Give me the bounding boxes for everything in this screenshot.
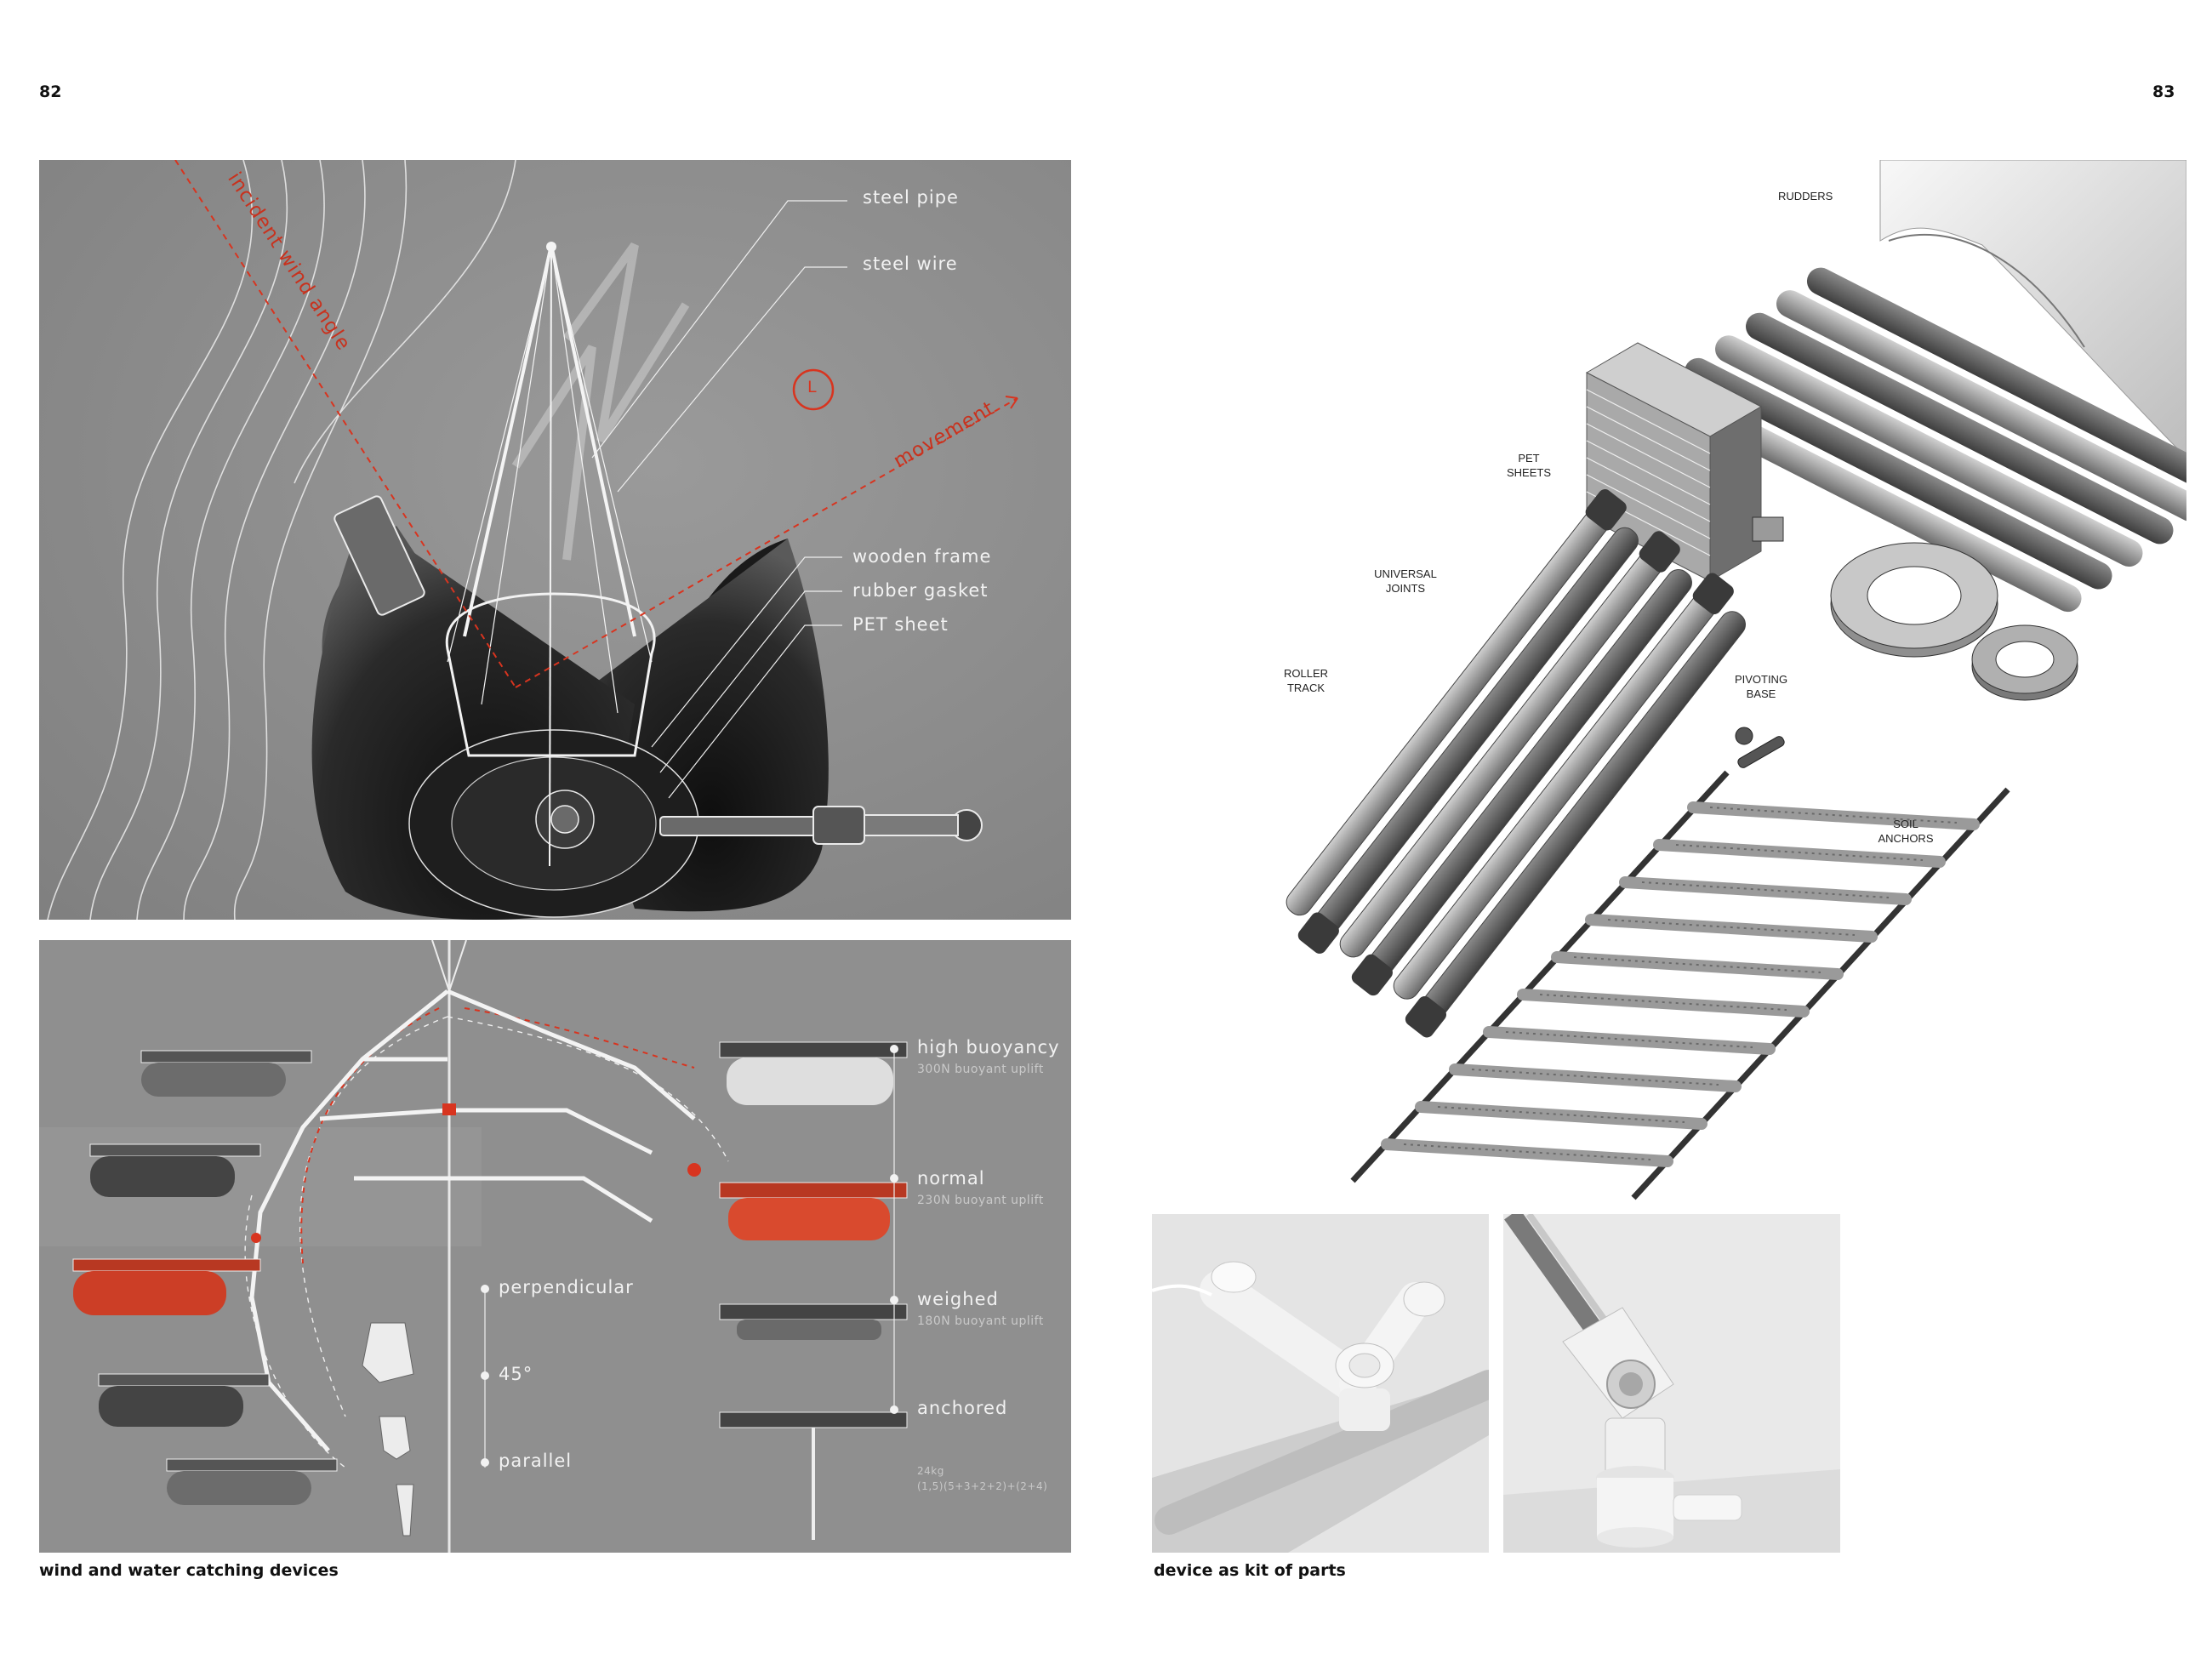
label-roller-track-1: ROLLER [1283, 667, 1329, 680]
left-boats [72, 1050, 338, 1505]
label-roller-track-2: TRACK [1286, 681, 1325, 694]
wind-device-plan-drawing [39, 160, 1071, 920]
kit-of-parts-exploded-view: RUDDERS PET SHEETS UNIVERSAL JOINTS ROLL… [1149, 159, 2212, 1206]
label-pet-sheets-1: PET [1518, 452, 1540, 465]
roller-track-rails [1286, 489, 1746, 1038]
right-boats [719, 1041, 908, 1540]
label-normal-sub: 230N buoyant uplift [917, 1194, 1044, 1207]
linkage-prototype-image [1152, 1214, 1489, 1553]
formula-line-2: (1,5)(5+3+2+2)+(2+4) [917, 1480, 1048, 1492]
pet-sheets-stack [1585, 342, 1763, 582]
label-rubber-gasket: rubber gasket [852, 580, 989, 601]
label-parallel: parallel [499, 1451, 573, 1471]
page-number-right: 83 [2152, 83, 2175, 101]
universal-joint-prototype-image [1503, 1214, 1840, 1553]
label-weighed: weighed [917, 1289, 999, 1309]
label-steel-wire: steel wire [863, 254, 958, 274]
leader-lines [591, 200, 847, 799]
label-steel-pipe: steel pipe [863, 187, 959, 208]
label-45-degrees: 45° [499, 1364, 533, 1384]
wind-flow-lines [47, 160, 516, 920]
label-soil-anchors-2: ANCHORS [1878, 832, 1934, 845]
label-rudders: RUDDERS [1778, 190, 1833, 202]
label-pet-sheets-2: SHEETS [1506, 466, 1551, 479]
label-anchored: anchored [917, 1398, 1008, 1418]
caption-left: wind and water catching devices [39, 1561, 339, 1580]
label-high-buoyancy-sub: 300N buoyant uplift [917, 1063, 1044, 1076]
buoyancy-states-drawing [39, 940, 1071, 1553]
photo-universal-joint-prototype [1503, 1214, 1840, 1553]
label-soil-anchors-1: SOIL [1893, 818, 1918, 830]
sail-motion-ghosts [511, 242, 690, 561]
label-wooden-frame: wooden frame [852, 546, 992, 567]
photo-linkage-prototype [1152, 1214, 1489, 1553]
label-pivoting-base-1: PIVOTING [1734, 673, 1788, 686]
label-normal: normal [917, 1168, 985, 1189]
label-weighed-sub: 180N buoyant uplift [917, 1314, 1044, 1328]
label-perpendicular: perpendicular [499, 1277, 634, 1297]
label-pet-sheet: PET sheet [852, 614, 949, 635]
caption-right: device as kit of parts [1154, 1561, 1346, 1580]
pivoting-base-rings [1752, 516, 2078, 701]
page-number-left: 82 [39, 83, 62, 101]
buoyancy-states-panel: perpendicular 45° parallel high buoyancy… [39, 940, 1071, 1553]
wind-device-plan-panel: steel pipe steel wire wooden frame rubbe… [39, 160, 1071, 920]
formula-line-1: 24kg [917, 1465, 944, 1477]
l-marker-letter: L [807, 378, 817, 396]
rudder-rods [1654, 267, 2212, 613]
label-universal-joints-2: JOINTS [1385, 582, 1426, 595]
kit-of-parts-drawing [1286, 159, 2212, 1200]
label-high-buoyancy: high buoyancy [917, 1037, 1060, 1058]
l-marker-circle [792, 368, 835, 411]
label-pivoting-base-2: BASE [1746, 687, 1776, 700]
soil-anchors-ladder [1350, 727, 2010, 1200]
label-universal-joints-1: UNIVERSAL [1374, 567, 1437, 580]
